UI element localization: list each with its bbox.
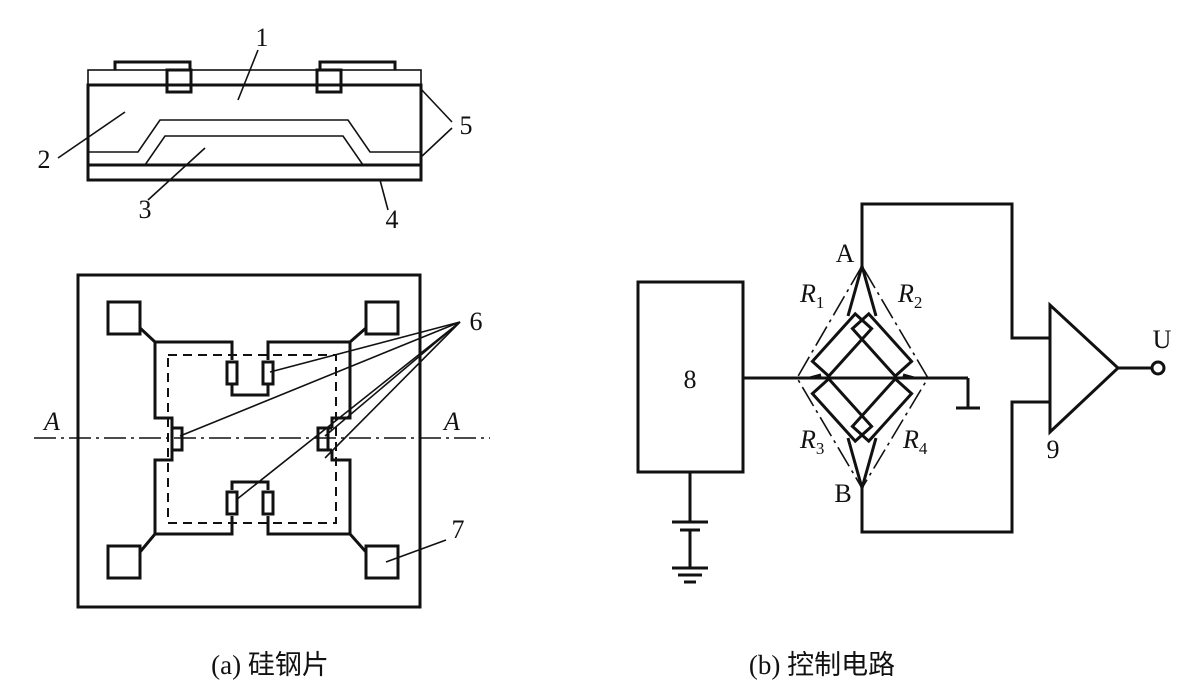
- trace-bottom-left: [138, 516, 234, 553]
- trace-bottom-link: [230, 480, 270, 490]
- node-b-label: B: [834, 479, 851, 508]
- left-electrode: [113, 60, 192, 70]
- cross-section-view: 1 2 3 4 5: [38, 23, 473, 234]
- right-contact: [315, 68, 343, 94]
- trace-right-lower: [330, 450, 352, 534]
- leader-3: [147, 147, 206, 201]
- amplifier-label: 9: [1047, 435, 1060, 464]
- leader-5b: [419, 127, 453, 159]
- wire-a-to-amp: [860, 202, 1050, 340]
- leader-5a: [419, 87, 453, 123]
- node-a-label: A: [836, 239, 855, 268]
- bridge-wire-a-right: [860, 265, 878, 317]
- callout-5: 5: [460, 111, 473, 140]
- label-r4: R4: [902, 425, 928, 458]
- callout-2: 2: [38, 145, 51, 174]
- section-label-right: A: [442, 407, 460, 436]
- bridge-wire-b-right: [860, 437, 878, 489]
- trace-top-left: [138, 326, 234, 360]
- resistor-bottom-left: [225, 490, 239, 516]
- trace-bottom-right: [266, 516, 368, 553]
- caption-a: (a) 硅钢片: [211, 650, 329, 680]
- resistor-left: [170, 426, 184, 452]
- resistor-r2: [850, 311, 914, 379]
- amplifier: [1048, 301, 1121, 436]
- trace-top-link: [230, 384, 270, 397]
- callout-6: 6: [470, 307, 483, 336]
- trace-top-right: [266, 326, 367, 360]
- silicon-substrate: [86, 83, 423, 182]
- section-label-left: A: [42, 407, 60, 436]
- caption-b: (b) 控制电路: [749, 650, 895, 680]
- trace-left-lower: [153, 450, 174, 534]
- label-r1: R1: [799, 279, 824, 312]
- label-r2: R2: [897, 279, 922, 312]
- callout-3: 3: [139, 195, 152, 224]
- right-electrode: [318, 60, 397, 70]
- resistor-r3: [810, 376, 874, 444]
- bond-pad-bottom-left: [106, 544, 142, 580]
- left-contact: [165, 68, 193, 94]
- lower-oxide-layer: [87, 119, 422, 166]
- leader-6e: [235, 321, 461, 501]
- label-r3: R3: [799, 425, 824, 458]
- resistor-joints: [809, 373, 915, 380]
- top-oxide-layer: [87, 69, 422, 86]
- resistor-bottom-right: [261, 490, 275, 516]
- bond-pad-top-right: [364, 300, 400, 336]
- diaphragm-outline: [167, 354, 337, 524]
- leader-6b: [179, 321, 461, 437]
- resistor-r4: [850, 376, 914, 444]
- leader-2: [57, 111, 126, 159]
- block-label: 8: [684, 365, 697, 394]
- bridge-wire-b-left: [846, 437, 864, 489]
- leader-6a: [269, 321, 461, 373]
- trace-left-upper: [153, 342, 174, 428]
- chip-outline: [76, 273, 422, 609]
- leader-4: [379, 179, 389, 211]
- leader-6d: [324, 321, 461, 459]
- resistor-top-left: [225, 360, 239, 386]
- callout-1: 1: [256, 23, 269, 52]
- control-circuit: 8 A B: [636, 202, 1172, 584]
- output-terminal: [1150, 360, 1166, 376]
- bond-pad-bottom-right: [364, 544, 400, 580]
- bond-pad-top-left: [106, 300, 142, 336]
- callout-7: 7: [452, 515, 465, 544]
- resistor-r1: [810, 311, 874, 379]
- top-view: A A 6: [34, 273, 490, 609]
- wire-b-to-amp: [860, 400, 1050, 534]
- bridge-wire-a-left: [846, 265, 864, 317]
- callout-4: 4: [386, 205, 399, 234]
- leader-6c: [324, 321, 461, 437]
- leader-7: [385, 539, 447, 563]
- output-label: U: [1153, 325, 1172, 354]
- leader-1: [237, 49, 259, 101]
- resistor-top-right: [261, 360, 275, 386]
